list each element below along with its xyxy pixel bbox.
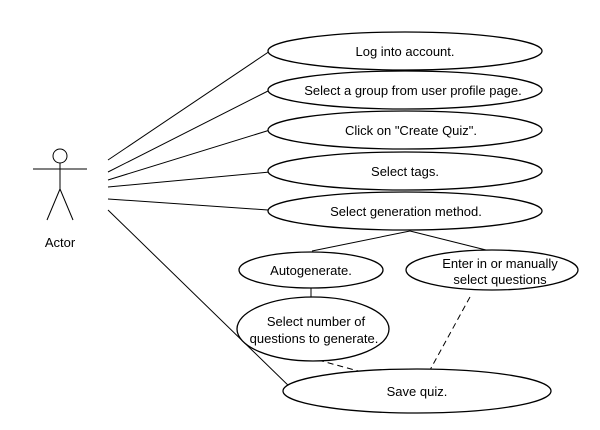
actor-label: Actor (45, 235, 76, 250)
use-case-number-of-questions-label-line2: questions to generate. (250, 331, 379, 346)
use-case-number-of-questions[interactable]: Select number of questions to generate. (236, 296, 390, 362)
assoc-create-quiz (107, 129, 271, 181)
use-case-create-quiz[interactable]: Click on "Create Quiz". (267, 110, 543, 150)
use-case-autogenerate[interactable]: Autogenerate. (238, 251, 384, 289)
use-case-select-tags[interactable]: Select tags. (267, 151, 543, 191)
use-case-login[interactable]: Log into account. (267, 31, 543, 71)
use-case-autogenerate-label: Autogenerate. (270, 263, 352, 278)
dashed-manual-to-save (429, 296, 471, 371)
use-case-generation-method[interactable]: Select generation method. (267, 191, 543, 231)
use-case-login-label: Log into account. (355, 44, 454, 59)
use-case-generation-method-label: Select generation method. (330, 204, 482, 219)
use-case-number-of-questions-label-line1: Select number of (267, 314, 366, 329)
assoc-select-tags (107, 171, 271, 188)
use-case-manual-select[interactable]: Enter in or manually select questions (405, 249, 579, 291)
assoc-save-quiz (107, 209, 295, 392)
use-case-save-quiz[interactable]: Save quiz. (282, 368, 552, 414)
use-case-manual-select-label-line1: Enter in or manually (442, 256, 558, 271)
actor: Actor (33, 148, 87, 250)
use-case-manual-select-label-line2: select questions (453, 272, 547, 287)
dashed-number-to-save (317, 359, 363, 373)
stick-figure-icon (33, 148, 87, 221)
use-case-create-quiz-label: Click on "Create Quiz". (345, 123, 477, 138)
link-method-autogenerate (311, 230, 411, 252)
use-case-save-quiz-label: Save quiz. (387, 384, 448, 399)
use-case-select-tags-label: Select tags. (371, 164, 439, 179)
actor-associations (107, 50, 295, 392)
use-case-select-group[interactable]: Select a group from user profile page. (267, 70, 543, 110)
use-case-select-group-label: Select a group from user profile page. (304, 83, 522, 98)
assoc-generation-method (107, 198, 269, 211)
assoc-login (107, 50, 271, 161)
assoc-select-group (107, 89, 271, 173)
link-method-manual (409, 230, 491, 252)
